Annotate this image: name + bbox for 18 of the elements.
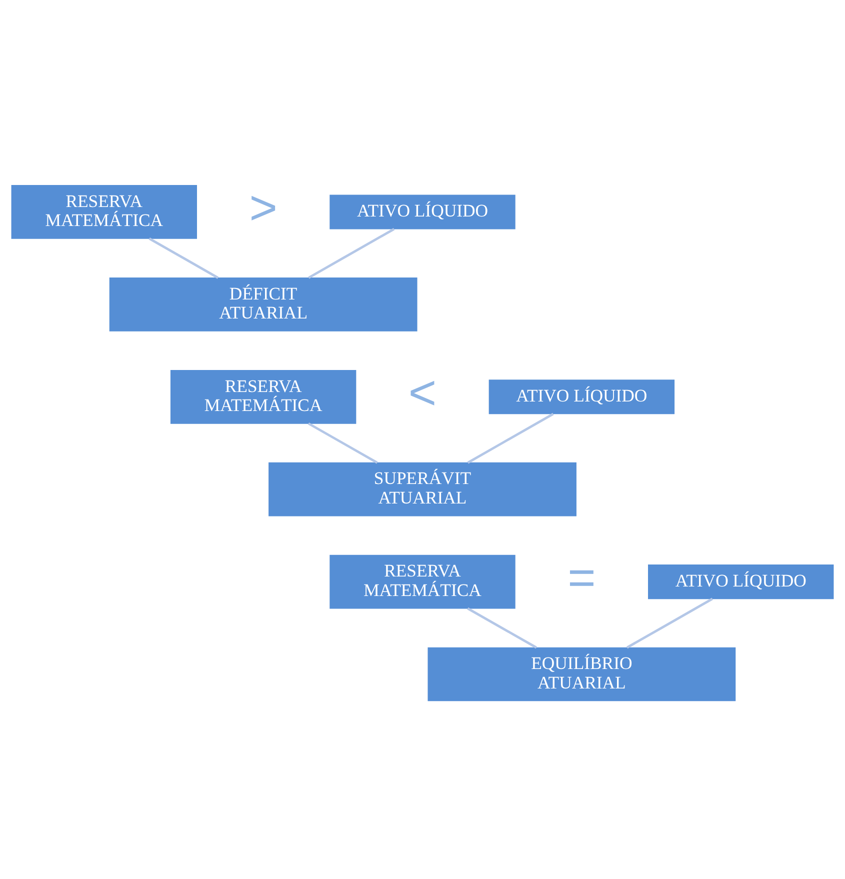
node-box: RESERVA MATEMÁTICA — [330, 554, 516, 609]
connector — [626, 598, 713, 649]
connector — [308, 422, 378, 464]
node-box: EQUILÍBRIO ATUARIAL — [428, 647, 736, 702]
connector — [148, 238, 219, 279]
node-box: ATIVO LÍQUIDO — [648, 564, 834, 600]
node-box: ATIVO LÍQUIDO — [488, 380, 675, 414]
label: < — [408, 366, 437, 420]
node-box: DÉFICIT ATUARIAL — [109, 278, 418, 332]
connector — [467, 412, 554, 464]
label: = — [568, 550, 596, 605]
connector — [308, 228, 395, 279]
label: > — [249, 181, 278, 236]
node-box: RESERVA MATEMÁTICA — [170, 370, 356, 424]
node-box: RESERVA MATEMÁTICA — [11, 185, 197, 239]
node-box: SUPERÁVIT ATUARIAL — [268, 462, 576, 516]
node-box: ATIVO LÍQUIDO — [330, 194, 516, 230]
connector — [467, 607, 537, 649]
